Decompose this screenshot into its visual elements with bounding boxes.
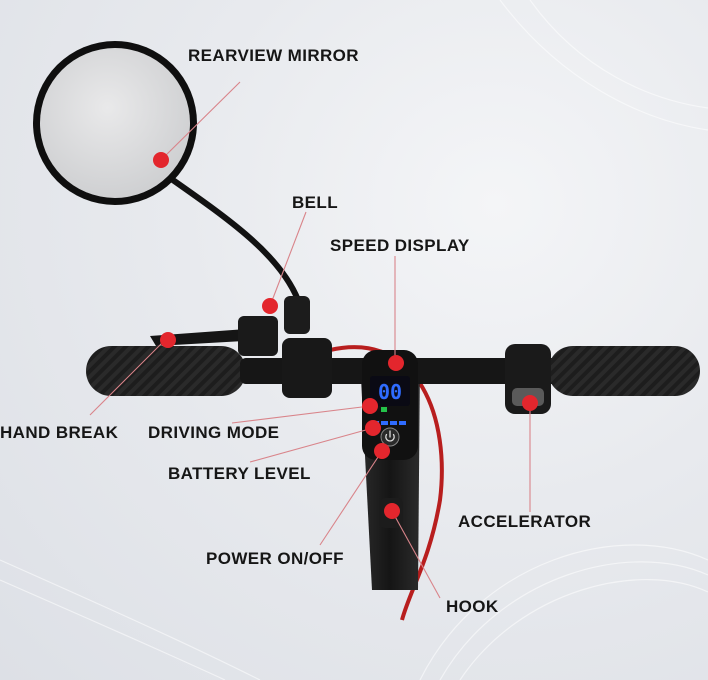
bell-body — [284, 296, 310, 334]
marker-power — [374, 443, 390, 459]
label-hook: HOOK — [446, 597, 499, 616]
marker-hook — [384, 503, 400, 519]
marker-accelerator — [522, 395, 538, 411]
label-battery-level: BATTERY LEVEL — [168, 464, 311, 483]
label-bell: BELL — [292, 193, 338, 212]
marker-driving-mode — [362, 398, 378, 414]
speed-display-value: 00 — [378, 380, 402, 404]
brake-clamp — [238, 316, 278, 356]
label-rearview-mirror: REARVIEW MIRROR — [188, 46, 359, 65]
marker-rearview-mirror — [153, 152, 169, 168]
speed-display-screen — [370, 376, 410, 406]
marker-battery-level — [365, 420, 381, 436]
driving-mode-indicator — [381, 407, 387, 412]
label-power-on-off: POWER ON/OFF — [206, 549, 344, 568]
mirror-arm — [167, 175, 301, 303]
marker-bell — [262, 298, 278, 314]
rearview-mirror — [33, 41, 197, 205]
leader-lines — [89, 81, 531, 599]
left-grip — [86, 346, 246, 396]
left-clamp — [282, 338, 332, 398]
label-speed-display: SPEED DISPLAY — [330, 236, 470, 255]
marker-speed-display — [388, 355, 404, 371]
label-hand-break: HAND BREAK — [0, 423, 119, 442]
markers — [153, 152, 538, 519]
power-icon — [385, 430, 395, 442]
label-accelerator: ACCELERATOR — [458, 512, 592, 531]
label-driving-mode: DRIVING MODE — [148, 423, 280, 442]
brake-lever — [150, 328, 262, 346]
right-grip — [548, 346, 700, 396]
marker-hand-break — [160, 332, 176, 348]
